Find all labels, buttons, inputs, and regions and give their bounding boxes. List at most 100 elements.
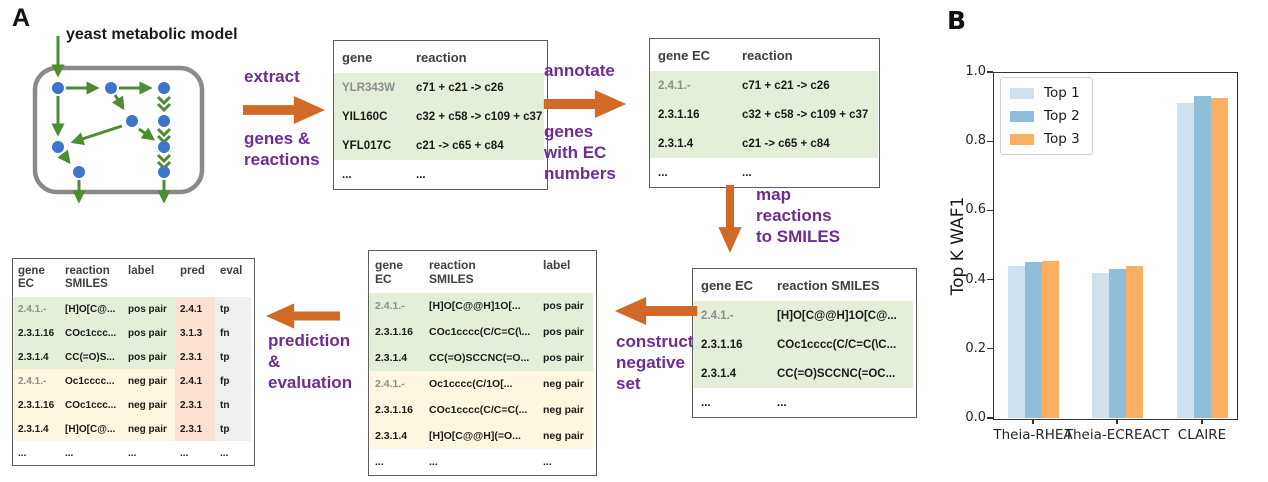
legend-entry: Top 3 <box>1010 131 1080 147</box>
table-cell: Oc1cccc... <box>60 369 123 393</box>
table-cell: ... <box>537 449 593 475</box>
table-cell: 2.3.1.4 <box>369 345 423 371</box>
table-cell: YIL160C <box>334 102 408 131</box>
reaction-arrows <box>51 36 172 204</box>
table-cell: pos pair <box>123 321 175 345</box>
extract-arrow-icon <box>243 96 325 124</box>
y-tick-label: 1.0 <box>965 64 986 79</box>
table-cell: tp <box>215 417 251 441</box>
table-header-cell: gene EC <box>693 269 769 301</box>
table-cell: tp <box>215 345 251 369</box>
table-cell: 2.3.1 <box>175 393 215 417</box>
table-cell: ... <box>650 158 734 187</box>
metabolic-network-diagram <box>32 36 205 204</box>
table-cell: ... <box>175 441 215 465</box>
plot-area <box>993 72 1238 420</box>
y-tick-mark <box>987 417 993 419</box>
table-cell: CC(=O)S... <box>60 345 123 369</box>
table-cell: 2.3.1.16 <box>693 330 769 359</box>
legend-label: Top 3 <box>1044 131 1080 147</box>
table-cell: ... <box>13 441 60 465</box>
construct-arrow-icon <box>614 297 698 325</box>
table-header-cell: gene EC <box>650 39 734 71</box>
y-tick-label: 0.2 <box>965 340 986 356</box>
table-cell: ... <box>769 388 913 417</box>
metabolite-nodes <box>52 82 170 178</box>
table-header-cell: label <box>123 259 175 297</box>
table-cell: c71 + c21 -> c26 <box>408 73 544 102</box>
table-cell: 2.4.1.- <box>13 369 60 393</box>
y-axis-label: Top K WAF1 <box>948 196 968 296</box>
table-cell: fp <box>215 369 251 393</box>
table-cell: 2.3.1.16 <box>13 393 60 417</box>
table-cell: fn <box>215 321 251 345</box>
legend-swatch-icon <box>1010 110 1034 122</box>
table-cell: pos pair <box>537 345 593 371</box>
table-cell: YLR343W <box>334 73 408 102</box>
predict-arrow-icon <box>266 303 340 329</box>
table-cell: 2.4.1.- <box>369 293 423 319</box>
table-cell: tp <box>215 297 251 321</box>
table-header-cell: eval <box>215 259 251 297</box>
table-header-cell: gene EC <box>369 251 423 293</box>
table-cell: pos pair <box>123 297 175 321</box>
cell-boundary-box <box>32 65 205 195</box>
bar-top-3 <box>1125 265 1143 418</box>
step-extract-label-bottom: genes & reactions <box>244 129 320 169</box>
x-tick-label: Theia-ECREACT <box>1064 427 1170 443</box>
bar-top-1 <box>1007 265 1025 418</box>
table-cell: 2.3.1.16 <box>13 321 60 345</box>
annotate-arrow-icon <box>543 90 627 118</box>
table-cell: ... <box>693 388 769 417</box>
table-cell: tn <box>215 393 251 417</box>
bar-top-1 <box>1176 103 1194 418</box>
model-title: yeast metabolic model <box>66 26 238 43</box>
table-cell: 2.3.1.4 <box>693 359 769 388</box>
table-cell: 2.3.1 <box>175 345 215 369</box>
table-cell: 2.4.1.- <box>650 71 734 100</box>
table-cell: ... <box>215 441 251 465</box>
y-tick-label: 0.4 <box>965 271 986 287</box>
table-cell: ... <box>334 160 408 189</box>
table-cell: c21 -> c65 + c84 <box>734 129 878 158</box>
table-header-cell: pred <box>175 259 215 297</box>
bar-top-2 <box>1193 96 1211 418</box>
table-cell: COc1cccc(C/C=C(\... <box>423 319 537 345</box>
x-tick-mark <box>1116 419 1118 424</box>
table-header-cell: reaction <box>408 41 544 73</box>
table-cell: [H]O[C@@H]1O[C@... <box>769 301 913 330</box>
y-tick-mark <box>987 71 993 73</box>
table-cell: neg pair <box>123 369 175 393</box>
panel-a-label: A <box>12 4 31 32</box>
legend-entry: Top 2 <box>1010 108 1080 124</box>
table-cell: pos pair <box>537 319 593 345</box>
step-annotate-label-bottom: genes with EC numbers <box>544 122 616 183</box>
table-cell: 2.3.1.4 <box>13 345 60 369</box>
table-cell: CC(=O)SCCNC(=OC... <box>769 359 913 388</box>
table-cell: neg pair <box>537 397 593 423</box>
bar-top-1 <box>1091 272 1109 418</box>
legend-label: Top 1 <box>1044 85 1080 101</box>
table-cell: 3.1.3 <box>175 321 215 345</box>
table-cell: pos pair <box>123 345 175 369</box>
bar-top-2 <box>1024 262 1042 418</box>
bar-top-3 <box>1210 97 1228 418</box>
table-cell: c32 + c58 -> c109 + c37 <box>408 102 544 131</box>
table-cell: ... <box>734 158 878 187</box>
table-cell: [H]O[C@... <box>60 297 123 321</box>
map-arrow-icon <box>718 185 742 253</box>
table-cell: YFL017C <box>334 131 408 160</box>
table-header-cell: reaction <box>734 39 878 71</box>
table-cell: ... <box>60 441 123 465</box>
table-cell: COc1ccc... <box>60 393 123 417</box>
y-tick-mark <box>987 279 993 281</box>
panel-b-label: B <box>947 6 967 35</box>
table-cell: Oc1cccc(C/1O[... <box>423 371 537 397</box>
table-cell: 2.4.1 <box>175 297 215 321</box>
legend-swatch-icon <box>1010 133 1034 145</box>
